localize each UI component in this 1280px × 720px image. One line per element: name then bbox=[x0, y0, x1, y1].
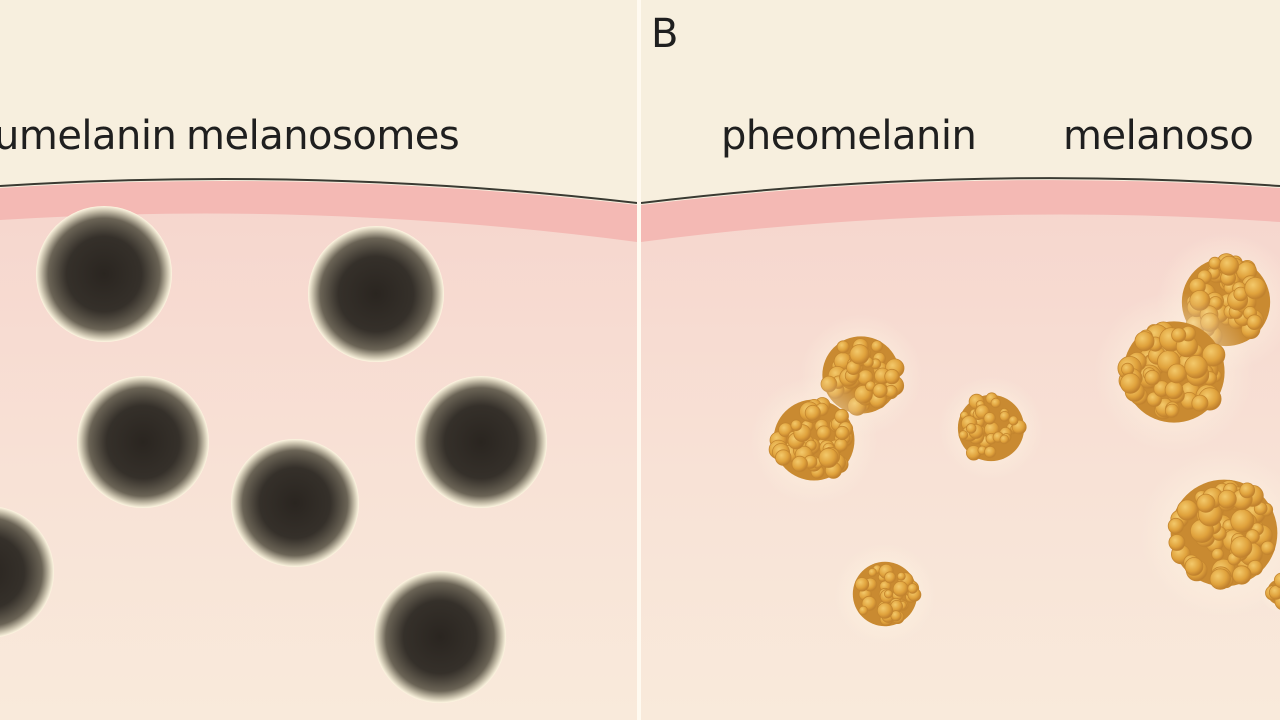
eumelanin-melanosome bbox=[0, 507, 54, 637]
pheomelanin-melanosome bbox=[938, 375, 1044, 481]
pheomelanin-granule bbox=[1184, 557, 1204, 576]
pheomelanin-granule bbox=[1191, 394, 1209, 412]
pheomelanin-melanosome bbox=[1259, 571, 1280, 613]
pheomelanin-granule bbox=[804, 404, 821, 421]
pheomelanin-granule bbox=[1246, 314, 1263, 331]
pheomelanin-granule bbox=[896, 571, 906, 581]
pheomelanin-granule bbox=[884, 368, 900, 385]
pheomelanin-granule bbox=[1196, 493, 1216, 513]
pheomelanin-granule bbox=[965, 423, 977, 434]
pheomelanin-granule bbox=[1167, 363, 1187, 384]
pheomelanin-melanosome bbox=[834, 543, 936, 645]
pheomelanin-granule bbox=[775, 449, 792, 466]
pheomelanin-granule bbox=[999, 410, 1011, 422]
eumelanin-melanosome bbox=[231, 439, 359, 567]
pheomelanin-granule bbox=[858, 605, 869, 616]
pheomelanin-granule bbox=[1239, 482, 1256, 499]
pheomelanin-granule bbox=[1164, 380, 1184, 400]
pheomelanin-granule bbox=[1217, 489, 1237, 509]
pheomelanin-granule bbox=[883, 589, 893, 599]
panel-a-title-left: umelanin bbox=[0, 113, 177, 159]
skin-surface-line bbox=[641, 177, 1280, 204]
pheomelanin-granule bbox=[849, 344, 870, 365]
pheomelanin-granule bbox=[1230, 508, 1255, 533]
pheomelanin-granule bbox=[1273, 572, 1280, 589]
pheomelanin-granule bbox=[818, 447, 839, 468]
pheomelanin-granule bbox=[867, 567, 877, 577]
pheomelanin-granule bbox=[1219, 255, 1239, 276]
pheomelanin-granule bbox=[990, 397, 1002, 409]
panel-b-illustration bbox=[641, 0, 1280, 720]
pheomelanin-granule bbox=[1208, 256, 1222, 270]
eumelanin-melanosome bbox=[36, 206, 172, 342]
pheomelanin-granule bbox=[872, 383, 888, 399]
eumelanin-melanosomes bbox=[0, 206, 547, 703]
pheomelanin-granule bbox=[1201, 343, 1226, 367]
pheomelanin-granule bbox=[958, 430, 969, 440]
pheomelanin-granule bbox=[907, 583, 918, 594]
pheomelanin-granule bbox=[1134, 331, 1155, 352]
pheomelanin-granule bbox=[892, 581, 909, 597]
pheomelanin-granule bbox=[816, 425, 832, 441]
pheomelanin-granule bbox=[1167, 517, 1185, 535]
panel-b-letter: B bbox=[651, 11, 679, 57]
panel-a-title-right: melanosomes bbox=[186, 113, 460, 159]
pheomelanin-granule bbox=[1168, 534, 1186, 551]
pheomelanin-granule bbox=[1008, 415, 1019, 426]
eumelanin-melanosome bbox=[374, 571, 506, 703]
pheomelanin-granule bbox=[1268, 585, 1280, 600]
pheomelanin-melanosome bbox=[750, 376, 878, 504]
pheomelanin-granule bbox=[1176, 499, 1199, 521]
pheomelanin-granule bbox=[1260, 540, 1276, 556]
skin-surface-band bbox=[641, 180, 1280, 242]
pheomelanin-melanosomes bbox=[750, 232, 1280, 645]
eumelanin-melanosome bbox=[415, 376, 547, 508]
pheomelanin-granule bbox=[984, 445, 997, 459]
pheomelanin-granule bbox=[1164, 403, 1180, 418]
pheomelanin-granule bbox=[1171, 327, 1187, 343]
pheomelanin-granule bbox=[790, 419, 803, 432]
pheomelanin-granule bbox=[884, 571, 897, 584]
pheomelanin-granule bbox=[983, 412, 996, 425]
pheomelanin-granule bbox=[834, 408, 849, 424]
pheomelanin-granule bbox=[1209, 568, 1232, 590]
panel-b-title-left: pheomelanin bbox=[721, 113, 977, 159]
pheomelanin-granule bbox=[876, 602, 894, 619]
skin-surface-line bbox=[0, 177, 637, 204]
pheomelanin-granule bbox=[836, 340, 850, 354]
pheomelanin-granule bbox=[791, 455, 808, 473]
eumelanin-melanosome bbox=[77, 376, 209, 508]
panel-divider bbox=[637, 0, 641, 720]
pheomelanin-granule bbox=[1232, 565, 1252, 585]
pheomelanin-granule bbox=[1211, 548, 1225, 561]
pheomelanin-granule bbox=[1230, 536, 1253, 559]
eumelanin-melanosome bbox=[308, 226, 444, 362]
pheomelanin-granule bbox=[999, 434, 1010, 445]
pheomelanin-granule bbox=[870, 340, 883, 353]
pheomelanin-granule bbox=[1119, 372, 1141, 394]
pheomelanin-granule bbox=[1244, 277, 1267, 300]
pheomelanin-granule bbox=[1184, 354, 1208, 379]
panel-b-title-right: melanoso bbox=[1063, 113, 1254, 159]
pheomelanin-melanosome bbox=[1139, 448, 1280, 618]
pheomelanin-granule bbox=[835, 425, 850, 441]
panel-a-illustration bbox=[0, 0, 637, 720]
skin-surface-band bbox=[0, 180, 637, 242]
pheomelanin-granule bbox=[854, 577, 870, 592]
panel-a-eumelanin: umelanin melanosomes bbox=[0, 0, 637, 720]
pheomelanin-melanosome bbox=[1094, 292, 1254, 452]
pheomelanin-granule bbox=[1144, 369, 1161, 386]
panel-b-pheomelanin: B pheomelanin melanoso bbox=[641, 0, 1280, 720]
